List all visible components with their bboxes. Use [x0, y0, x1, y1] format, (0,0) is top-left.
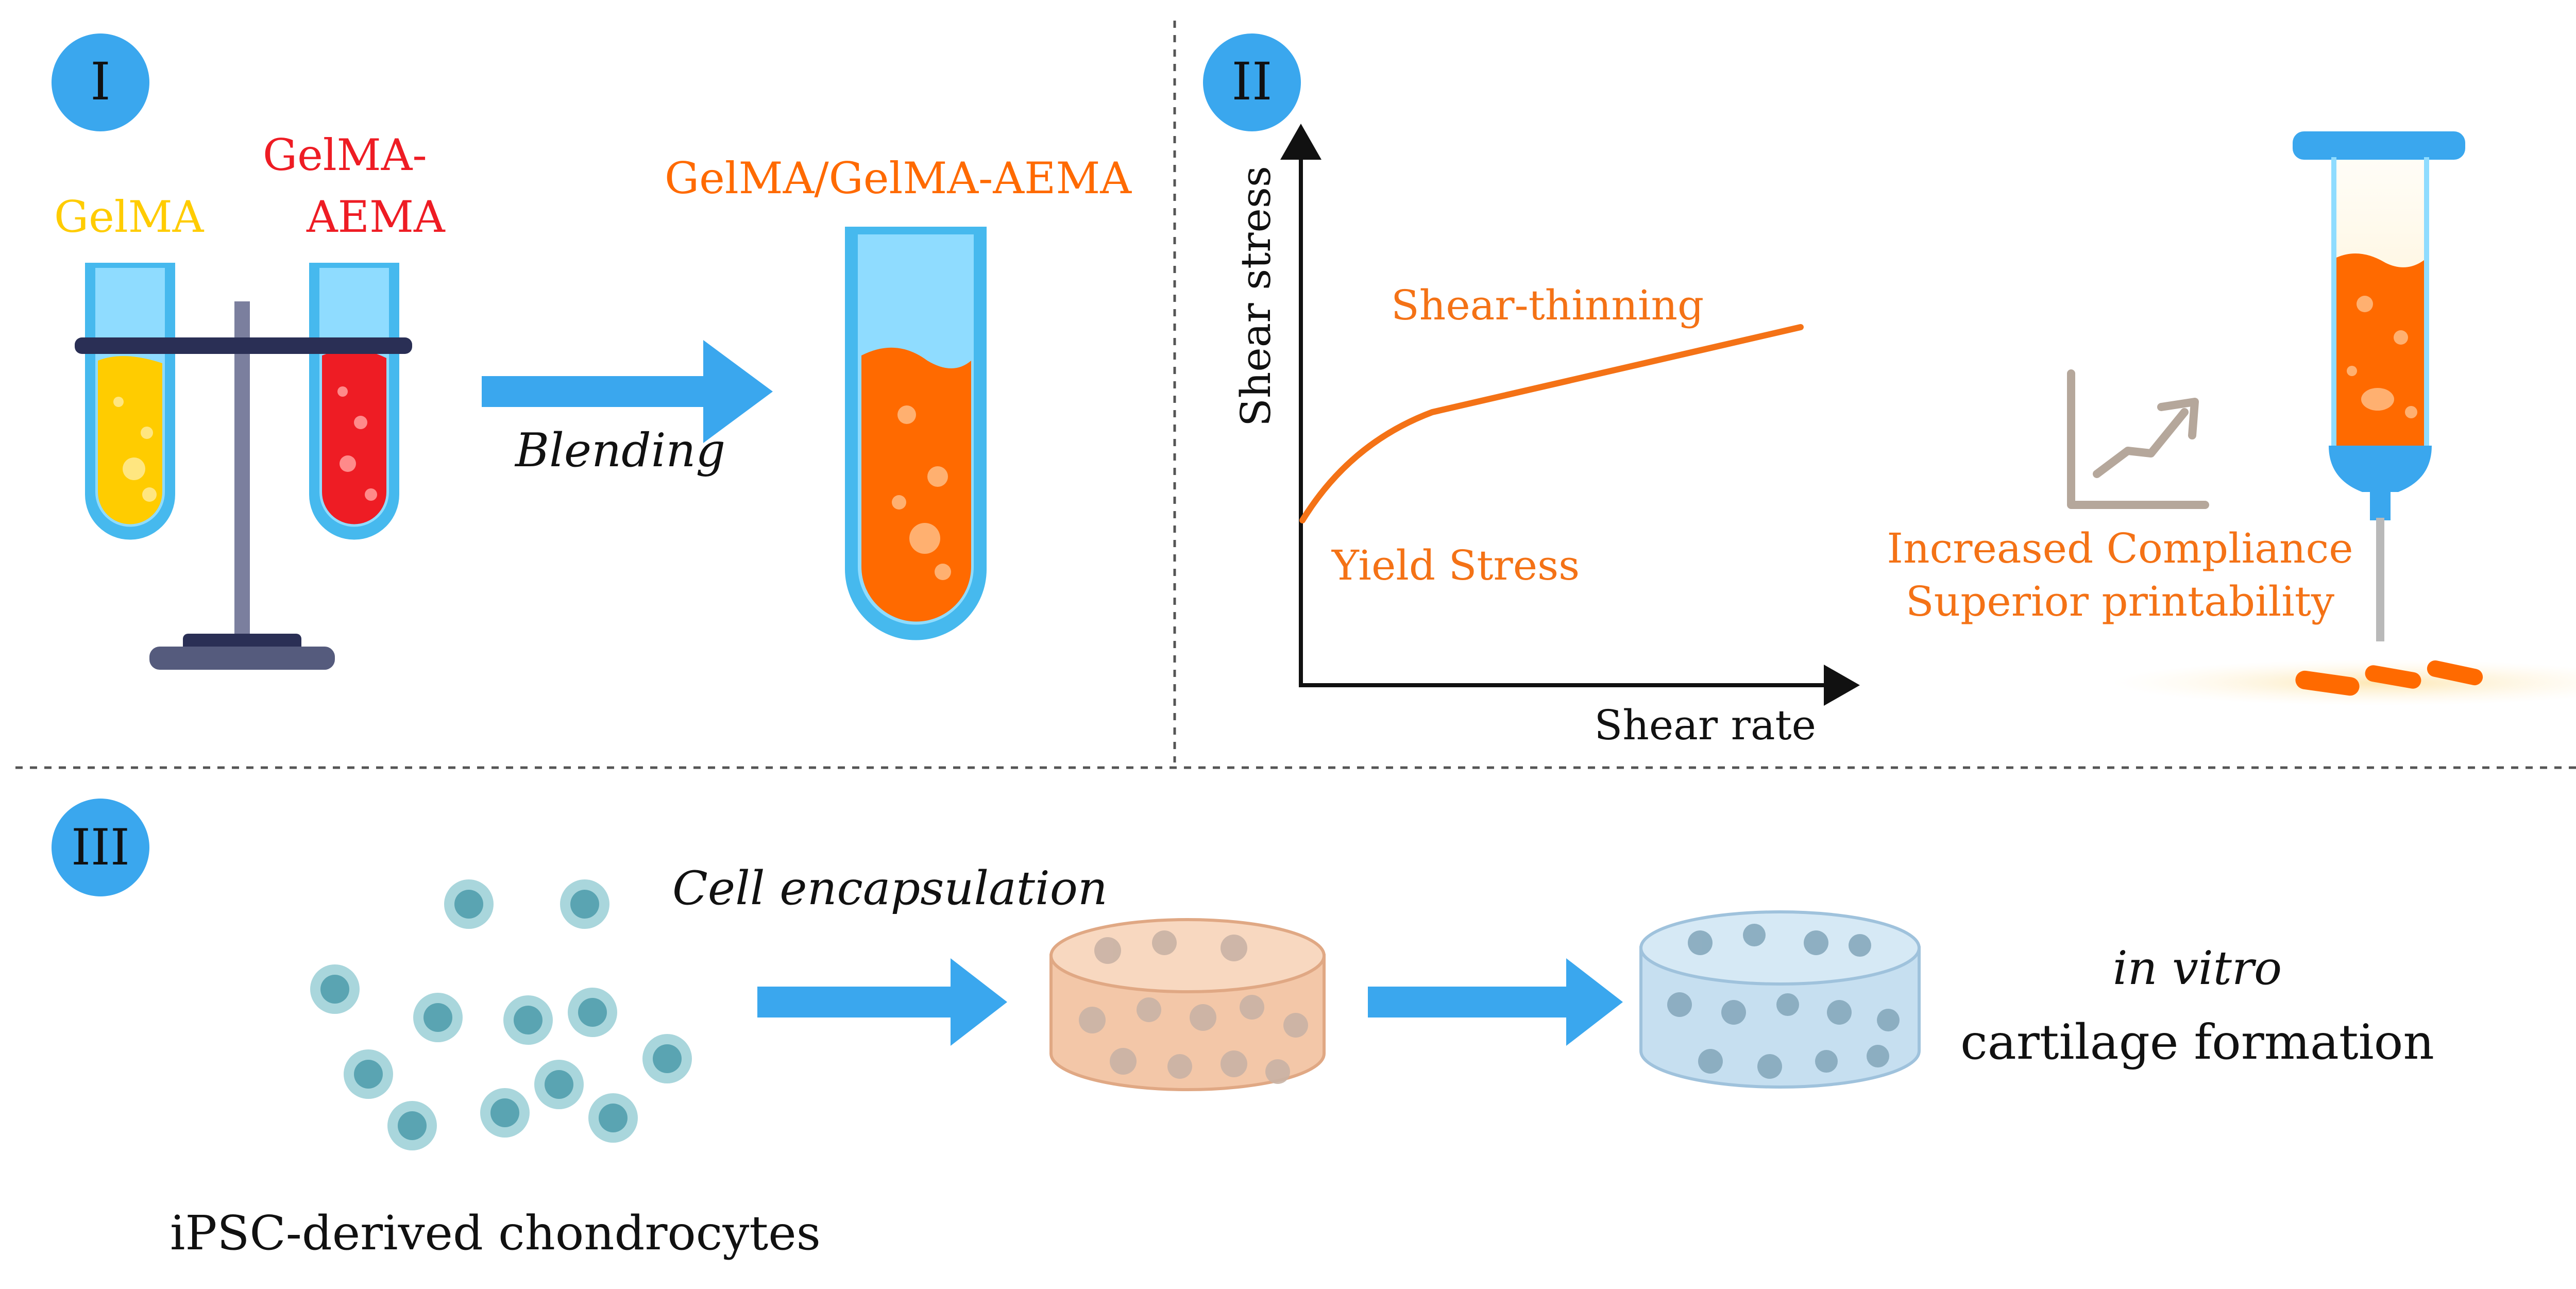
- x-axis-label: Shear rate: [1595, 701, 1816, 749]
- cell-icon: [503, 995, 553, 1045]
- cell-icon: [344, 1049, 393, 1099]
- cell-icon: [534, 1060, 584, 1109]
- badge-ii-label: II: [1231, 52, 1272, 112]
- result-line-2: cartilage formation: [1960, 1014, 2434, 1071]
- cell-encapsulation-label: Cell encapsulation: [672, 861, 1108, 915]
- blending-arrow: [482, 340, 773, 443]
- badge-i-circle: [52, 33, 149, 131]
- chondrocyte-cells: [310, 879, 692, 1150]
- y-axis-arrowhead: [1280, 124, 1321, 160]
- panel-ii: II Shear stress Shear rate Shear-thinnin…: [1203, 33, 2576, 749]
- badge-i-label: I: [90, 52, 111, 112]
- cell-icon: [310, 964, 360, 1014]
- rack-crossbar: [75, 337, 412, 354]
- gelma-aema-tube-icon: [309, 263, 399, 540]
- tube-rack: [149, 301, 335, 670]
- cells-label: iPSC-derived chondrocytes: [170, 1206, 821, 1261]
- y-axis-label: Shear stress: [1232, 166, 1280, 427]
- result-line-1: in vitro: [2113, 941, 2282, 995]
- gelma-aema-label-line1: GelMA-: [263, 130, 427, 180]
- gelma-tube-icon: [85, 263, 175, 540]
- panel-iii: III iPSC-derived chondrocytes Cell encap…: [52, 799, 2434, 1261]
- cell-icon: [444, 879, 494, 929]
- trend-up-icon: [2067, 369, 2209, 509]
- shear-thinning-curve: [1299, 324, 1804, 523]
- gelma-label: GelMA: [54, 192, 205, 242]
- badge-ii-circle: [1203, 33, 1301, 131]
- benefit-line-1: Increased Compliance: [1887, 524, 2353, 572]
- yield-stress-label: Yield Stress: [1331, 541, 1580, 589]
- benefit-line-2: Superior printability: [1906, 578, 2334, 625]
- cell-icon: [387, 1101, 437, 1150]
- shear-thinning-label: Shear-thinning: [1391, 281, 1704, 329]
- cell-icon: [642, 1034, 692, 1083]
- panel-i: I GelMA GelMA- AEMA: [52, 33, 1132, 670]
- encapsulation-arrow: [757, 958, 1007, 1046]
- cell-icon: [588, 1093, 638, 1143]
- bioprinter-syringe-icon: [2112, 131, 2576, 706]
- badge-iii-label: III: [71, 819, 130, 876]
- cartilage-scaffold-icon: [1639, 910, 1921, 1089]
- cell-icon: [413, 993, 463, 1042]
- hydrogel-scaffold-icon: [1049, 918, 1326, 1091]
- blended-tube-icon: [845, 227, 987, 640]
- blending-label: Blending: [514, 423, 725, 478]
- cell-icon: [568, 988, 617, 1037]
- cell-icon: [560, 879, 609, 929]
- badge-iii-circle: [52, 799, 149, 896]
- differentiation-arrow: [1368, 958, 1623, 1046]
- gelma-aema-label-line2: AEMA: [306, 192, 446, 242]
- cell-icon: [480, 1088, 530, 1138]
- x-axis-arrowhead: [1824, 665, 1860, 706]
- blend-result-label: GelMA/GelMA-AEMA: [665, 153, 1132, 203]
